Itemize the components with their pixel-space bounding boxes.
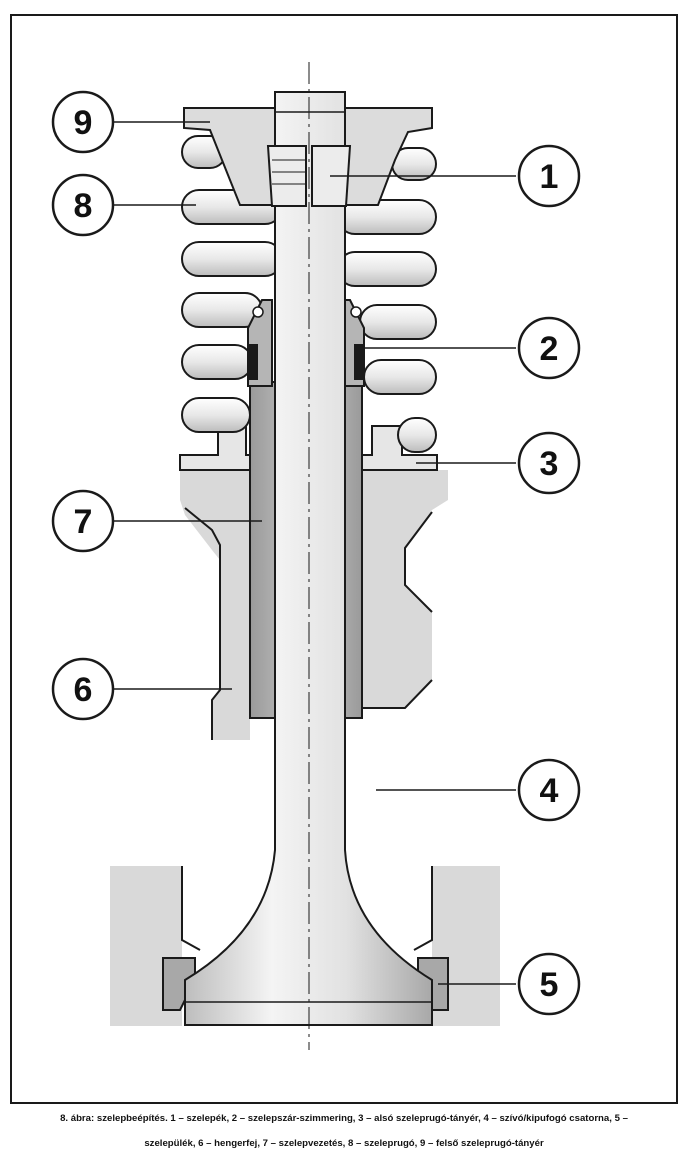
callout-6: 6	[51, 657, 115, 721]
callout-3: 3	[517, 431, 581, 495]
leader-lines	[114, 121, 516, 985]
svg-text:7: 7	[74, 503, 93, 541]
callout-2: 2	[517, 316, 581, 380]
callout-4: 4	[517, 758, 581, 822]
svg-text:5: 5	[540, 966, 559, 1004]
svg-text:3: 3	[540, 445, 559, 483]
svg-text:2: 2	[540, 330, 559, 368]
callout-7: 7	[51, 489, 115, 553]
svg-text:1: 1	[540, 158, 559, 196]
valve-spring	[181, 135, 437, 453]
callout-9: 9	[51, 90, 115, 154]
figure-caption-line-2: szelepülék, 6 – hengerfej, 7 – szelepvez…	[144, 1138, 544, 1149]
cylinder-head	[180, 470, 448, 740]
figure-caption-line-1: 8. ábra: szelepbeépítés. 1 – szelepék, 2…	[60, 1113, 628, 1124]
svg-text:8: 8	[74, 187, 93, 225]
svg-text:6: 6	[74, 671, 93, 709]
callout-5: 5	[517, 952, 581, 1016]
callout-1: 1	[517, 144, 581, 208]
svg-text:4: 4	[540, 772, 559, 810]
upper-spring-retainer	[183, 107, 433, 206]
svg-text:9: 9	[74, 104, 93, 142]
callout-8: 8	[51, 173, 115, 237]
